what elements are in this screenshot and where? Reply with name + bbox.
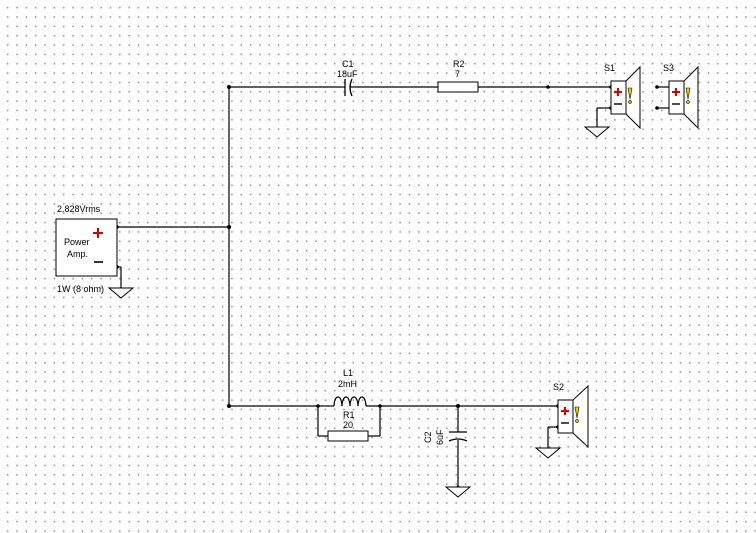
ground-icon <box>583 126 611 138</box>
s3-warning-icon <box>685 87 691 104</box>
c1-name: C1 <box>342 59 354 69</box>
l1-value: 2mH <box>338 379 357 389</box>
s1-name: S1 <box>604 63 615 73</box>
s2-name: S2 <box>553 382 564 392</box>
c2-name: C2 <box>423 431 433 443</box>
junction-bottom <box>227 404 231 408</box>
capacitor-c2[interactable]: C2 6uF <box>423 429 468 445</box>
s2-warning-icon <box>574 406 580 423</box>
r1-name: R1 <box>343 410 355 420</box>
speaker-s2[interactable]: S2 <box>553 382 589 449</box>
amp-voltage-label: 2.828Vrms <box>57 204 101 214</box>
r1-value: 20 <box>343 420 353 430</box>
power-amp[interactable]: 2.828Vrms Power Amp. 1W (8 ohm) <box>55 204 118 294</box>
amp-label-line2: Amp. <box>67 249 88 259</box>
ground-icon <box>534 447 562 459</box>
amp-label-line1: Power <box>64 237 90 247</box>
wires <box>117 86 669 487</box>
c2-value: 6uF <box>435 429 445 445</box>
speaker-s3[interactable]: S3 <box>663 63 699 130</box>
resistor-r1[interactable]: R1 20 <box>327 410 369 442</box>
resistor-r2[interactable]: R2 7 <box>437 59 479 93</box>
capacitor-c1[interactable]: C1 18uF <box>337 59 358 97</box>
junction-top <box>227 85 231 89</box>
s1-warning-icon <box>627 87 633 104</box>
r2-value: 7 <box>455 69 460 79</box>
amp-power-label: 1W (8 ohm) <box>57 284 104 294</box>
junction-mid <box>227 225 231 229</box>
ground-icon <box>444 486 472 498</box>
s3-name: S3 <box>663 63 674 73</box>
c1-value: 18uF <box>337 69 358 79</box>
r2-name: R2 <box>453 59 465 69</box>
speaker-s1[interactable]: S1 <box>604 63 641 130</box>
inductor-l1[interactable]: L1 2mH <box>333 368 367 407</box>
ground-icon <box>107 287 135 299</box>
l1-name: L1 <box>343 368 353 378</box>
